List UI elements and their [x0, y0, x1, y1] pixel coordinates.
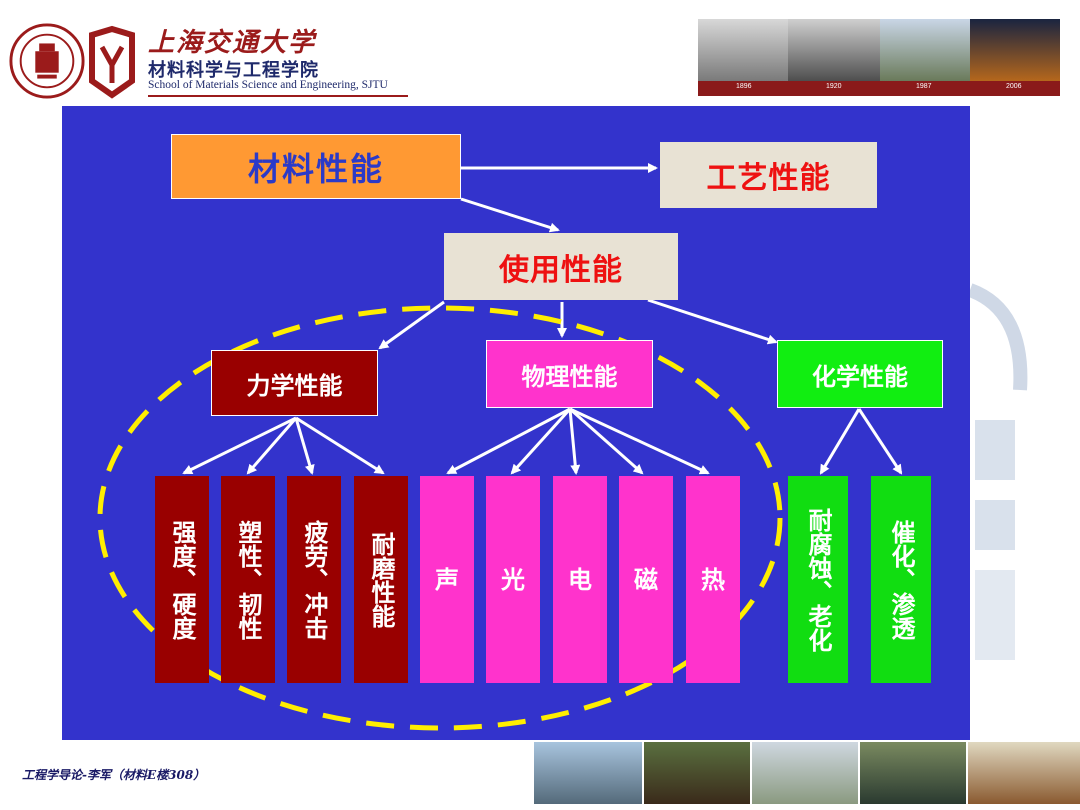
root-node-material-properties: 材料性能 [171, 134, 461, 199]
footer-course-info: 工程学导论-李军（材料E楼308） [22, 768, 206, 782]
watermark-emblem [970, 283, 1028, 660]
node-service-properties: 使用性能 [444, 233, 678, 300]
leaf-thermal: 热 [686, 476, 740, 683]
leaf-catalysis-permeation: 催化、渗透 [871, 476, 931, 683]
node-process-properties: 工艺性能 [660, 142, 877, 208]
campus-photo [534, 742, 642, 804]
leaf-acoustic: 声 [420, 476, 474, 683]
leaf-magnetic: 磁 [619, 476, 673, 683]
school-name-cn: 材料科学与工程学院 [148, 60, 319, 81]
campus-photo [968, 742, 1080, 804]
node-physical-properties: 物理性能 [486, 340, 653, 408]
year-bar [698, 81, 1060, 96]
leaf-wear-resistance: 耐磨性能 [354, 476, 408, 683]
campus-photo-2006 [970, 19, 1060, 81]
leaf-strength-hardness: 强度、硬度 [155, 476, 209, 683]
university-name: 上海交通大学 [148, 28, 317, 58]
university-seal-logo [9, 23, 85, 99]
leaf-plasticity-toughness: 塑性、韧性 [221, 476, 275, 683]
node-mechanical-properties: 力学性能 [211, 350, 378, 416]
leaf-fatigue-impact: 疲劳、冲击 [287, 476, 341, 683]
leaf-electrical: 电 [553, 476, 607, 683]
campus-photo [644, 742, 750, 804]
history-photo-strip: 1896 1920 1987 2006 [698, 19, 1060, 96]
campus-photo-1896 [698, 19, 788, 81]
year-label: 1920 [826, 83, 842, 90]
node-chemical-properties: 化学性能 [777, 340, 943, 408]
year-label: 1896 [736, 83, 752, 90]
campus-photo-strip [534, 742, 1080, 810]
highlight-ellipse [97, 305, 783, 731]
leaf-optical: 光 [486, 476, 540, 683]
campus-photo [752, 742, 858, 804]
year-label: 2006 [1006, 83, 1022, 90]
header-divider [148, 95, 408, 97]
campus-photo-1920 [788, 19, 880, 81]
campus-photo-1987 [880, 19, 970, 81]
leaf-corrosion-aging: 耐腐蚀、老化 [788, 476, 848, 683]
diagram-panel: 材料性能 工艺性能 使用性能 力学性能 物理性能 化学性能 强度、硬度 塑性、韧… [62, 106, 970, 740]
year-label: 1987 [916, 83, 932, 90]
school-name-en: School of Materials Science and Engineer… [148, 79, 388, 91]
campus-photo [860, 742, 966, 804]
connector-arrows [97, 163, 903, 731]
gear-emblem-icon [89, 25, 135, 99]
